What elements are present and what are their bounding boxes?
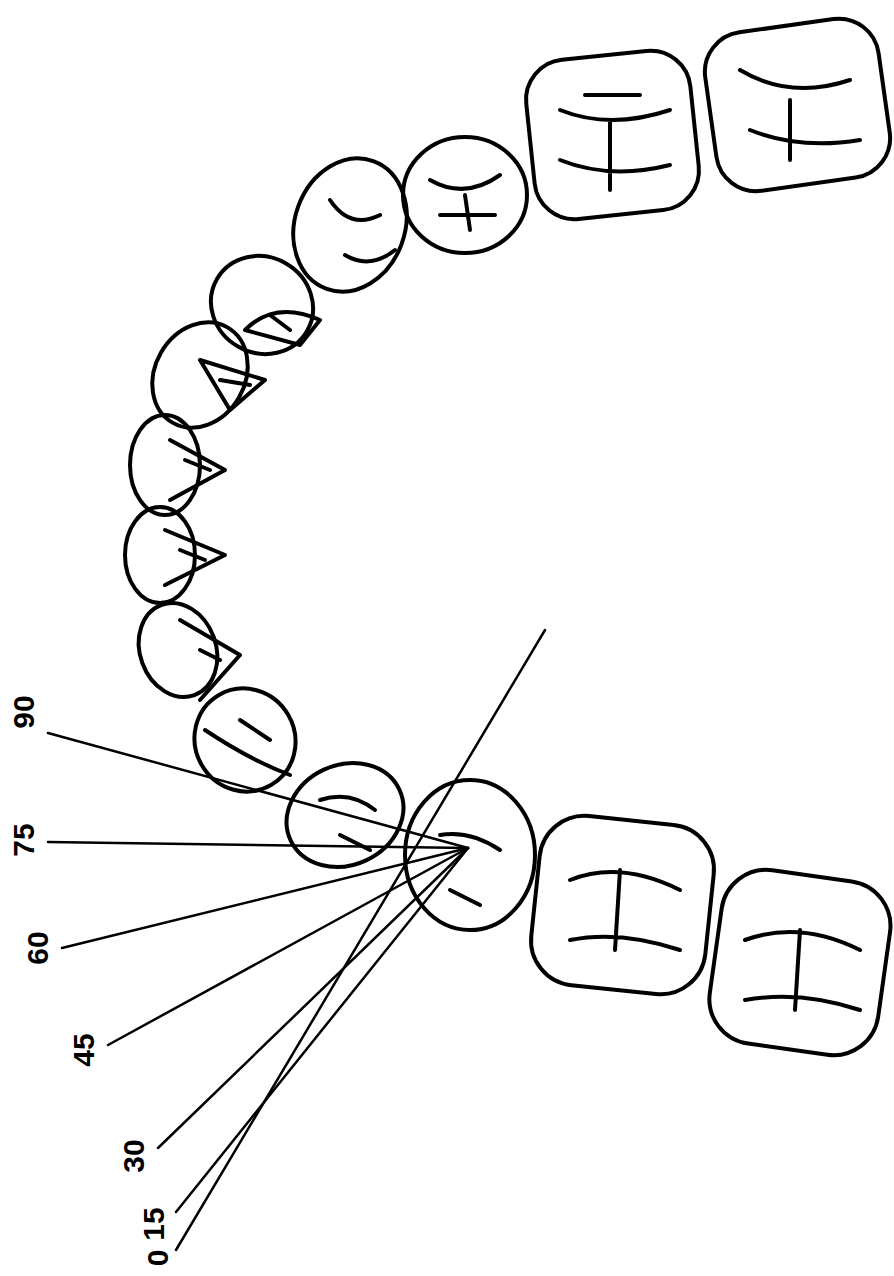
angle-label: 90: [9, 695, 39, 728]
angle-label: 0: [143, 1250, 173, 1267]
angle-label: 15: [139, 1207, 169, 1240]
angle-label: 45: [69, 1033, 99, 1066]
angle-label: 30: [119, 1139, 149, 1172]
angle-label: 60: [23, 931, 53, 964]
angle-label: 75: [9, 823, 39, 856]
